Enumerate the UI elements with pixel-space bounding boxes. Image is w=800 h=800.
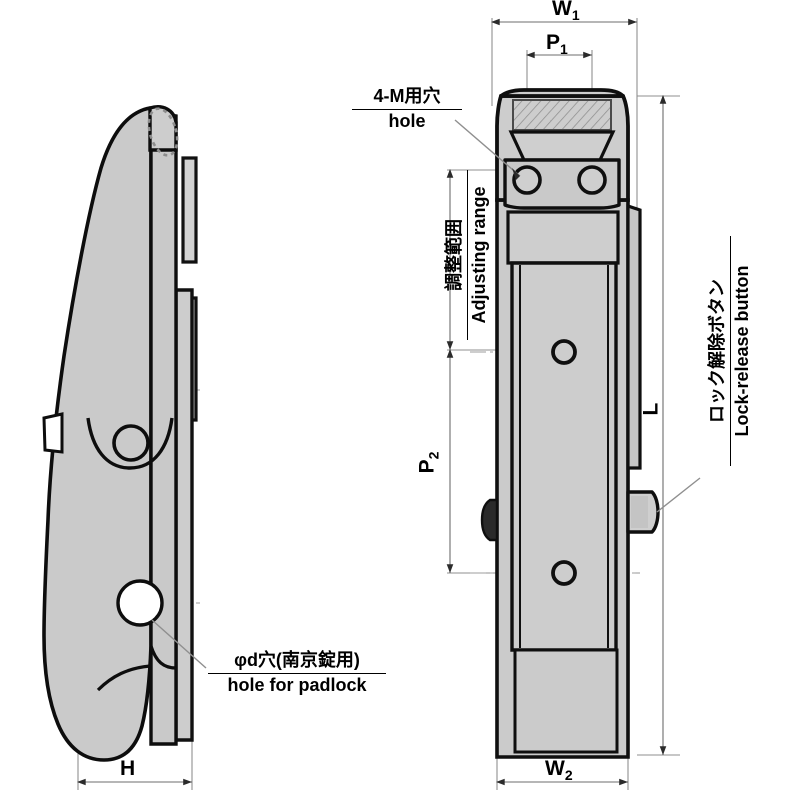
leader-mount-hole xyxy=(454,119,521,177)
dim-label-w1: W1 xyxy=(552,0,580,24)
side-body-strap xyxy=(174,288,194,742)
side-tail-sweep xyxy=(149,645,177,670)
side-notch xyxy=(42,412,64,454)
side-scallop-upper xyxy=(86,417,174,470)
front-hook-bar-taper xyxy=(508,130,616,162)
annotation-mounting-hole-en: hole xyxy=(388,111,426,131)
side-tail-curve xyxy=(96,664,151,692)
side-hidden-bore xyxy=(147,107,179,157)
leader-lock-release xyxy=(656,477,701,513)
annotation-lock-release-en: Lock-release button xyxy=(732,265,752,437)
front-hole-lower xyxy=(551,560,577,586)
front-housing-top-edge xyxy=(499,88,625,98)
dim-label-l: L xyxy=(639,402,663,416)
side-hole-upper xyxy=(112,424,150,462)
lock-release-button-face xyxy=(631,496,648,528)
front-lever-upper xyxy=(506,210,620,265)
front-right-shoulder xyxy=(626,203,642,470)
annotation-padlock-hole-en: hole for padlock xyxy=(227,675,367,695)
side-view xyxy=(42,105,207,762)
side-back-tab-upper xyxy=(181,156,198,264)
annotation-adjusting-range-jp: 調整範囲 xyxy=(440,170,468,340)
side-hook-flank xyxy=(149,110,178,746)
front-view xyxy=(454,88,701,759)
dimension-lines xyxy=(76,18,680,790)
annotation-adjusting-range: 調整範囲 Adjusting range xyxy=(440,170,490,340)
annotation-padlock-hole-jp: φd穴(南京錠用) xyxy=(208,646,386,674)
annotation-adjusting-range-en: Adjusting range xyxy=(469,186,489,324)
leader-mount-hole-arrow xyxy=(512,168,520,180)
annotation-mounting-hole-jp: 4-M用穴 xyxy=(352,82,462,110)
front-left-pivot-stud xyxy=(480,498,499,542)
front-lever-tongue xyxy=(510,261,618,652)
front-hook-bar-hatched xyxy=(512,99,612,131)
annotation-lock-release-jp: ロック解除ボタン xyxy=(703,236,731,466)
front-mount-hole-right xyxy=(577,165,607,195)
annotation-lock-release: ロック解除ボタン Lock-release button xyxy=(703,236,753,466)
side-hole-padlock xyxy=(116,579,164,627)
front-bottom-block xyxy=(513,648,619,754)
leader-padlock xyxy=(151,619,207,669)
annotation-mounting-hole: 4-M用穴 hole xyxy=(352,82,462,132)
dim-label-p1: P1 xyxy=(546,31,568,58)
dim-label-h: H xyxy=(120,757,136,780)
annotation-padlock-hole: φd穴(南京錠用) hole for padlock xyxy=(208,646,386,696)
dim-label-w2: W2 xyxy=(545,757,573,784)
dim-label-p2: P2 xyxy=(415,451,442,474)
front-hole-upper xyxy=(551,339,577,365)
front-mount-hole-left xyxy=(512,165,542,195)
